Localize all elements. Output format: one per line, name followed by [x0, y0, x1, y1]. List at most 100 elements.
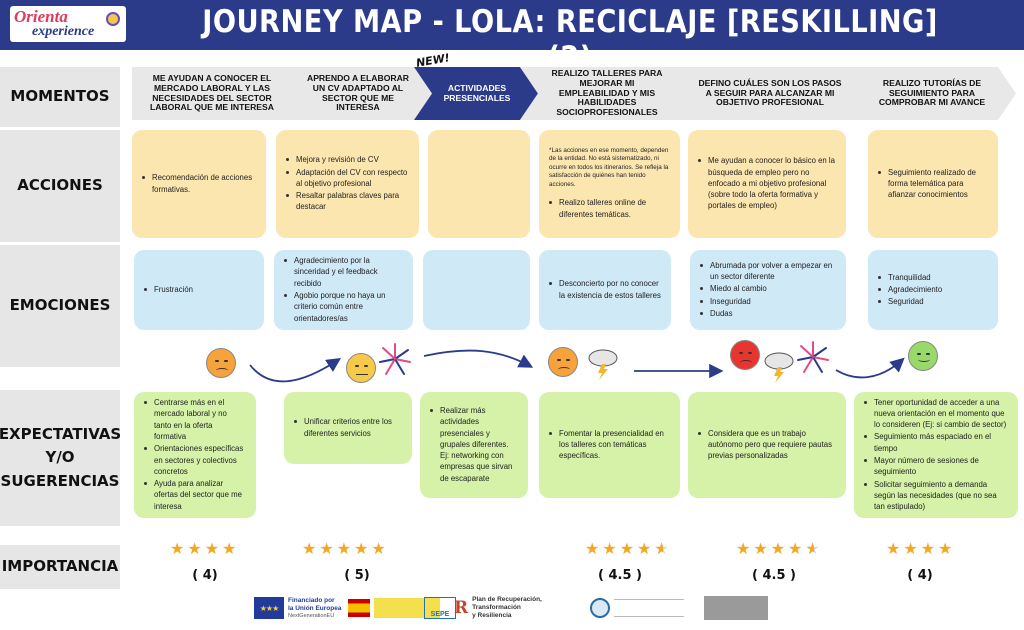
emociones-list-4: Desconcierto por no conocer la existenci…: [549, 278, 661, 302]
row-label-expectativas: EXPECTATIVAS Y/O SUGERENCIAS: [0, 390, 122, 526]
half-star-icon: ★: [654, 542, 671, 559]
star-icon: ★: [903, 541, 921, 558]
storm-cloud-icon: [588, 349, 618, 380]
star-icon: ★: [585, 541, 603, 558]
moment-step-4: REALIZO TALLERES PARA MEJORAR MI EMPLEAB…: [520, 67, 692, 120]
rating-score-5: ( 4): [907, 568, 933, 583]
acciones-card-6: Seguimiento realizado de forma telemátic…: [868, 130, 998, 238]
rating-stars-1: ★★★★: [170, 542, 239, 558]
star-icon: ★: [920, 541, 939, 558]
row-label-acciones: ACCIONES: [0, 130, 120, 242]
moment-step-1: ME AYUDAN A CONOCER EL MERCADO LABORAL Y…: [132, 67, 300, 120]
expectativas-list-1: Centrarse más en el mercado laboral y no…: [144, 397, 246, 513]
star-icon: ★: [938, 541, 956, 558]
star-icon: ★: [788, 541, 806, 558]
eu-funding-logo: ★★★ Financiado por la Unión Europea Next…: [254, 595, 341, 621]
list-item: Realizo talleres online de diferentes te…: [549, 197, 670, 220]
red-cde-logo: [590, 595, 684, 621]
row-label-expectativas-line3: SUGERENCIAS: [0, 471, 120, 490]
acciones-list-2: Mejora y revisión de CV Adaptación del CV…: [286, 154, 409, 213]
gobierno-canarias-logo: [704, 595, 768, 621]
list-item: Resaltar palabras claves para destacar: [286, 190, 409, 213]
acciones-card-3: [428, 130, 530, 238]
list-item: Realizar más actividades presenciales y …: [430, 405, 518, 484]
expectativas-list-2: Unificar criterios entre los diferentes …: [294, 416, 402, 440]
row-label-expectativas-line1: EXPECTATIVAS: [0, 425, 122, 444]
rating-stars-4: ★★★★★: [736, 541, 823, 559]
list-item: Frustración: [144, 284, 254, 295]
fireworks-icon: [797, 341, 829, 373]
star-icon: ★: [302, 541, 320, 558]
plan-text-2: Transformación: [472, 604, 521, 612]
red-cde-text-icon: [614, 599, 684, 617]
list-item: Desconcierto por no conocer la existenci…: [549, 278, 661, 301]
list-item: Solicitar seguimiento a demanda según la…: [864, 479, 1008, 513]
star-icon: ★: [371, 541, 389, 558]
star-icon: ★: [602, 541, 620, 558]
star-icon: ★: [170, 541, 188, 558]
eu-text-2: la Unión Europea: [288, 604, 342, 612]
orienta-logo: Orienta experience: [10, 6, 126, 42]
list-item: Mejora y revisión de CV: [286, 154, 409, 165]
list-item: Inseguridad: [700, 296, 836, 307]
expectativas-card-5: Considera que es un trabajo autónomo per…: [688, 392, 846, 498]
list-item: Recomendación de acciones formativas.: [142, 172, 256, 195]
acciones-list-6: Seguimiento realizado de forma telemátic…: [878, 167, 988, 202]
plan-text-1: Plan de Recuperación,: [472, 596, 542, 604]
list-item: Dudas: [700, 308, 836, 319]
list-item: Tranquilidad: [878, 272, 988, 283]
list-item: Unificar criterios entre los diferentes …: [294, 416, 402, 439]
row-label-emociones: EMOCIONES: [0, 245, 120, 367]
sepe-logo: SEPE: [424, 595, 456, 621]
emociones-card-1: Frustración: [134, 250, 264, 330]
row-label-importancia: IMPORTANCIA: [0, 545, 120, 589]
logo-text-orienta: Orienta: [14, 7, 68, 26]
emociones-card-5: Abrumada por volver a empezar en un sect…: [690, 250, 846, 330]
rating-stars-3: ★★★★★: [585, 541, 672, 559]
expectativas-list-4: Fomentar la presencialidad en los taller…: [549, 428, 670, 463]
list-item: Considera que es un trabajo autónomo per…: [698, 428, 836, 462]
emociones-card-2: Agradecimiento por la sinceridad y el fe…: [274, 250, 413, 330]
list-item: Adaptación del CV con respecto al objeti…: [286, 167, 409, 190]
expectativas-list-5: Considera que es un trabajo autónomo per…: [698, 428, 836, 463]
list-item: Agobio porque no haya un criterio común …: [284, 290, 403, 324]
list-item: Miedo al cambio: [700, 283, 836, 294]
ministerio-logo-icon: [374, 598, 440, 618]
star-icon: ★: [886, 541, 904, 558]
acciones-card-4: *Las acciones en ese momento, dependen d…: [539, 130, 680, 238]
spain-shield-icon: [348, 599, 370, 617]
rating-score-4: ( 4.5 ): [752, 568, 796, 583]
star-icon: ★: [770, 541, 789, 558]
page-title: JOURNEY MAP - LOLA: RECICLAJE [RESKILLIN…: [202, 4, 938, 76]
star-icon: ★: [736, 541, 754, 558]
plan-recuperacion-logo: R Plan de Recuperación, Transformación y…: [454, 595, 542, 621]
row-label-expectativas-line2: Y/O: [45, 448, 75, 467]
moment-step-5: DEFINO CUÁLES SON LOS PASOS A SEGUIR PAR…: [674, 67, 864, 120]
emotion-curve: [249, 349, 905, 383]
rating-stars-5: ★★★★: [886, 542, 955, 558]
gobierno-logo: [348, 595, 440, 621]
eu-text-3: NextGenerationEU: [288, 612, 335, 619]
expectativas-card-2: Unificar criterios entre los diferentes …: [284, 392, 412, 464]
eu-text-1: Financiado por: [288, 596, 335, 604]
list-item: Me ayudan a conocer lo básico en la búsq…: [698, 155, 836, 211]
happy-face-icon: [908, 341, 938, 371]
eu-flag-icon: ★★★: [254, 597, 284, 619]
fireworks-icon: [379, 343, 411, 375]
list-item: Seguridad: [878, 296, 988, 307]
acciones-card-1: Recomendación de acciones formativas.: [132, 130, 266, 238]
list-item: Abrumada por volver a empezar en un sect…: [700, 260, 836, 283]
gobierno-canarias-icon: [704, 596, 768, 620]
star-icon: ★: [753, 541, 771, 558]
expectativas-list-6: Tener oportunidad de acceder a una nueva…: [864, 397, 1008, 514]
moment-step-3: ACTIVIDADES PRESENCIALES: [414, 67, 538, 120]
acciones-list-5: Me ayudan a conocer lo básico en la búsq…: [698, 155, 836, 212]
sad-face-icon: [206, 348, 236, 378]
emociones-card-4: Desconcierto por no conocer la existenci…: [539, 250, 671, 330]
list-item: Agradecimiento: [878, 284, 988, 295]
acciones-note: *Las acciones en ese momento, dependen d…: [549, 146, 669, 188]
emociones-card-3: [423, 250, 530, 330]
